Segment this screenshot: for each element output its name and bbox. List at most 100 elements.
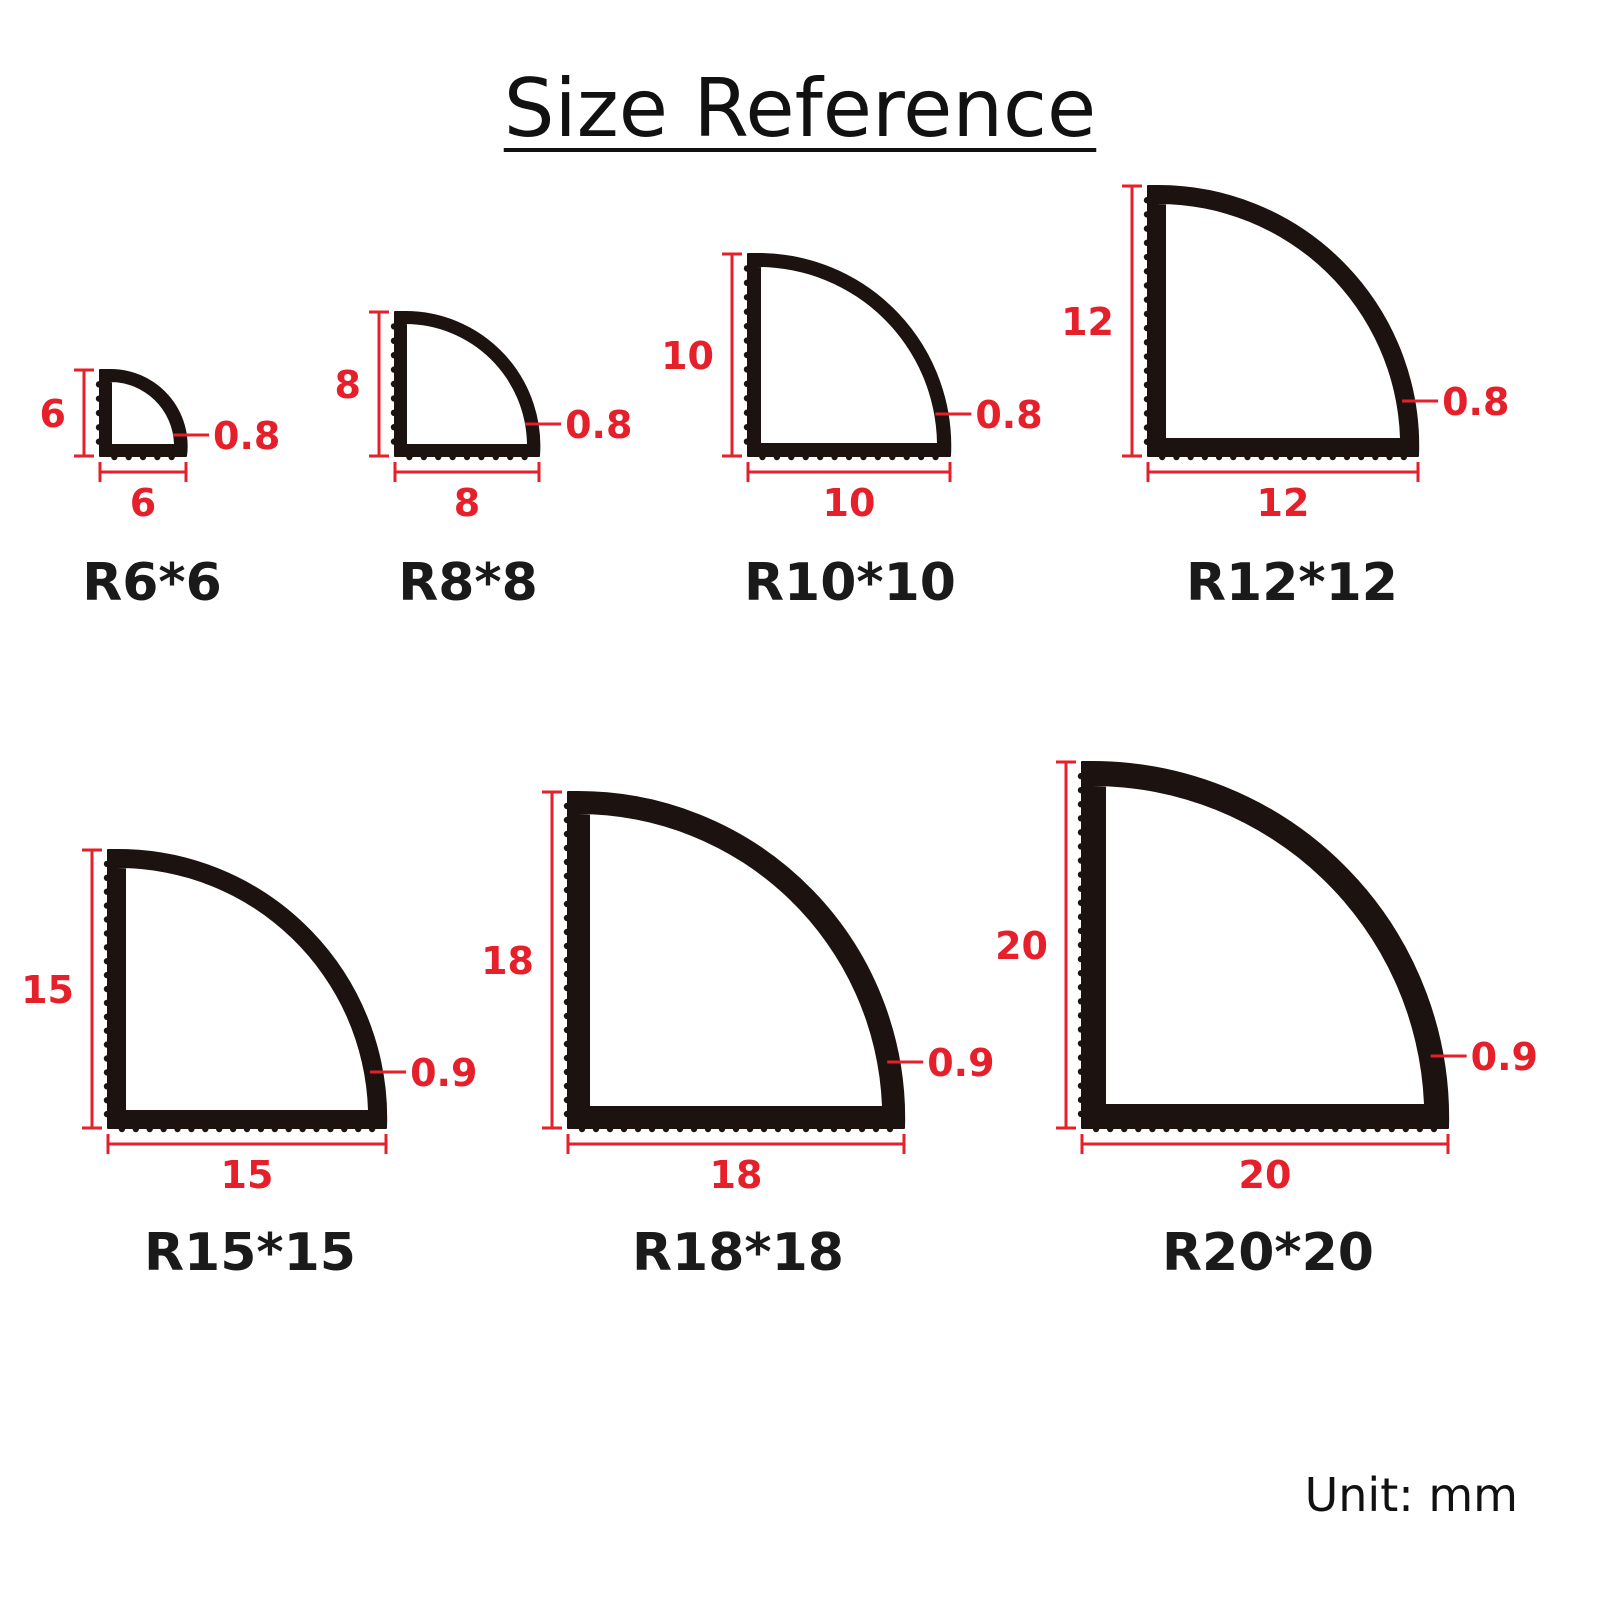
serration-dot bbox=[746, 1125, 754, 1133]
serration-dot bbox=[103, 1069, 111, 1076]
serration-dot bbox=[390, 409, 398, 416]
serration-dot bbox=[634, 1125, 642, 1133]
serration-dot bbox=[844, 1125, 852, 1133]
serration-dot bbox=[860, 453, 867, 461]
serration-dot bbox=[1143, 282, 1151, 289]
serration-dot bbox=[1219, 1125, 1226, 1133]
serration-dot bbox=[1077, 998, 1085, 1005]
serration-dot bbox=[103, 1013, 111, 1020]
serration-dot bbox=[1343, 453, 1351, 461]
serration-dot bbox=[1077, 899, 1085, 906]
serration-dot bbox=[103, 1027, 111, 1034]
serration-dot bbox=[1163, 1125, 1170, 1133]
serration-dot bbox=[1077, 927, 1085, 935]
serration-dot bbox=[313, 1125, 320, 1133]
profile-inner-hollow bbox=[110, 382, 174, 444]
serration-dot bbox=[1077, 1110, 1085, 1118]
serration-dot bbox=[563, 816, 571, 824]
thickness-label: 0.8 bbox=[213, 414, 280, 458]
serration-dot bbox=[1230, 453, 1237, 461]
serration-dot bbox=[563, 844, 571, 852]
serration-dot bbox=[146, 1125, 153, 1133]
serration-dot bbox=[1077, 1054, 1085, 1061]
serration-dot bbox=[1275, 1125, 1283, 1133]
serration-dot bbox=[1143, 339, 1151, 346]
serration-dot bbox=[1304, 1125, 1311, 1133]
serration-dot bbox=[563, 900, 571, 908]
serration-dot bbox=[1077, 1082, 1085, 1089]
serration-dot bbox=[368, 1125, 376, 1133]
serration-dot bbox=[563, 984, 571, 992]
serration-dot bbox=[816, 453, 824, 461]
serration-dot bbox=[435, 453, 442, 461]
width-label: 10 bbox=[823, 481, 876, 525]
serration-dot bbox=[463, 453, 471, 461]
serration-dot bbox=[103, 971, 111, 979]
serration-dot bbox=[341, 1125, 348, 1133]
serration-dot bbox=[578, 1125, 586, 1133]
serration-dot bbox=[563, 872, 571, 880]
serration-dot bbox=[1077, 955, 1085, 963]
serration-dot bbox=[103, 1110, 111, 1118]
serration-dot bbox=[1077, 1040, 1085, 1047]
serration-dot bbox=[563, 1012, 571, 1020]
serration-dot bbox=[1159, 453, 1166, 461]
serration-dot bbox=[216, 1125, 223, 1133]
thickness-label: 0.8 bbox=[975, 393, 1042, 437]
profile-group: 880.8R8*8 bbox=[335, 310, 632, 613]
height-label: 6 bbox=[40, 392, 66, 436]
serration-dot bbox=[1077, 772, 1085, 780]
serration-dot bbox=[125, 453, 132, 461]
serration-dot bbox=[563, 1110, 571, 1118]
serration-dot bbox=[743, 308, 751, 315]
serration-dot bbox=[743, 279, 751, 287]
serration-dot bbox=[103, 985, 111, 993]
serration-dot bbox=[743, 409, 751, 416]
height-label: 18 bbox=[481, 939, 534, 983]
serration-dot bbox=[521, 453, 528, 461]
serration-dot bbox=[103, 1041, 111, 1048]
serration-dot bbox=[420, 453, 427, 461]
profile-inner-hollow bbox=[758, 267, 937, 443]
thickness-label: 0.8 bbox=[565, 403, 632, 447]
serration-dot bbox=[563, 1082, 571, 1090]
serration-dot bbox=[1286, 453, 1294, 461]
serration-dot bbox=[103, 1083, 111, 1090]
serration-dot bbox=[507, 453, 514, 461]
height-label: 8 bbox=[335, 363, 361, 407]
serration-dot bbox=[816, 1125, 824, 1133]
serration-dot bbox=[1400, 453, 1407, 461]
serration-dot bbox=[563, 970, 571, 978]
serration-dot bbox=[1077, 843, 1085, 850]
serration-dot bbox=[1372, 453, 1379, 461]
serration-dot bbox=[759, 453, 766, 461]
serration-dot bbox=[132, 1125, 139, 1133]
serration-dot bbox=[1077, 1012, 1085, 1019]
width-label: 15 bbox=[221, 1153, 274, 1197]
serration-dot bbox=[202, 1125, 209, 1133]
serration-dot bbox=[390, 380, 398, 388]
serration-dot bbox=[831, 453, 838, 461]
thickness-label: 0.9 bbox=[410, 1051, 477, 1095]
serration-dot bbox=[563, 802, 571, 810]
serration-dot bbox=[1143, 424, 1151, 431]
serration-dot bbox=[732, 1125, 740, 1133]
serration-dot bbox=[1318, 1125, 1325, 1133]
serration-dot bbox=[874, 453, 882, 461]
serration-dot bbox=[299, 1125, 306, 1133]
serration-dot bbox=[802, 453, 809, 461]
serration-dot bbox=[760, 1125, 768, 1133]
serration-dot bbox=[1143, 211, 1151, 218]
serration-dot bbox=[103, 930, 111, 937]
serration-dot bbox=[406, 453, 413, 461]
model-label: R20*20 bbox=[1162, 1223, 1374, 1283]
serration-dot bbox=[95, 409, 103, 417]
width-label: 20 bbox=[1239, 1153, 1292, 1197]
serration-dot bbox=[243, 1125, 251, 1133]
serration-dot bbox=[788, 453, 795, 461]
profile-inner-hollow bbox=[1158, 203, 1400, 438]
serration-dot bbox=[449, 453, 456, 461]
serration-dot bbox=[111, 453, 118, 461]
